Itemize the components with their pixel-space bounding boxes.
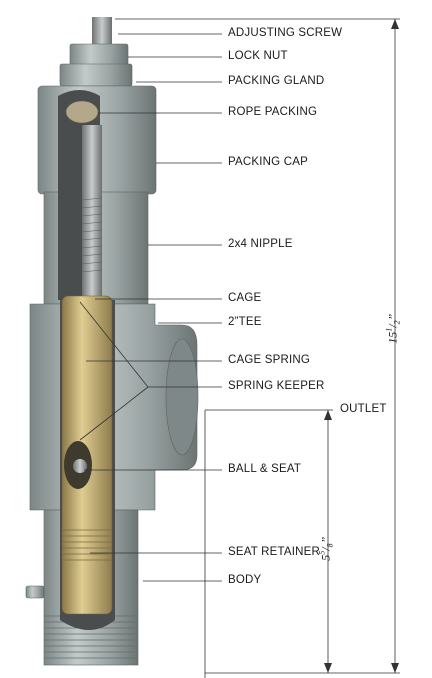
label-seat-retainer: SEAT RETAINER	[228, 546, 321, 558]
dimension-outlet-whole: 5	[318, 554, 333, 561]
dimension-outlet-suffix: ”	[318, 536, 333, 544]
seat-retainer-threads	[62, 529, 112, 561]
side-pin	[25, 585, 45, 599]
label-spring-keeper: SPRING KEEPER	[228, 380, 325, 392]
label-outlet: OUTLET	[340, 403, 387, 415]
label-nipple: 2x4 NIPPLE	[228, 238, 293, 250]
dimension-overall-whole: 15	[385, 331, 400, 344]
label-body: BODY	[228, 574, 262, 586]
label-packing-gland: PACKING GLAND	[228, 75, 325, 87]
label-cage-spring: CAGE SPRING	[228, 354, 311, 366]
label-lock-nut: LOCK NUT	[228, 50, 288, 62]
adjusting-screw-shape	[92, 17, 112, 45]
label-adjusting-screw: ADJUSTING SCREW	[228, 27, 343, 39]
dimension-outlet-den: 8	[325, 543, 335, 548]
packing-gland-shape	[59, 63, 133, 87]
label-cage: CAGE	[228, 292, 262, 304]
dimension-overall-num: 1	[384, 327, 394, 332]
label-ball-seat: BALL & SEAT	[228, 463, 302, 475]
label-rope-packing: ROPE PACKING	[228, 106, 318, 118]
dimension-outlet-num: 5	[317, 550, 327, 555]
dimension-outlet-height: 55/8”	[317, 536, 335, 561]
dimension-overall: 151/2”	[384, 313, 402, 344]
rope-packing-shape	[65, 100, 99, 124]
tee-outlet-port	[165, 338, 199, 456]
lock-nut-shape	[69, 43, 129, 67]
dimension-arrows	[324, 19, 399, 673]
ball-shape	[73, 459, 87, 473]
leader-lines	[79, 33, 222, 582]
dimension-overall-suffix: ”	[385, 313, 400, 321]
rod-threads	[81, 197, 103, 273]
dimension-overall-den: 2	[392, 320, 402, 325]
label-packing-cap: PACKING CAP	[228, 156, 308, 168]
dimension-lines	[115, 18, 400, 678]
label-tee: 2”TEE	[228, 316, 262, 328]
